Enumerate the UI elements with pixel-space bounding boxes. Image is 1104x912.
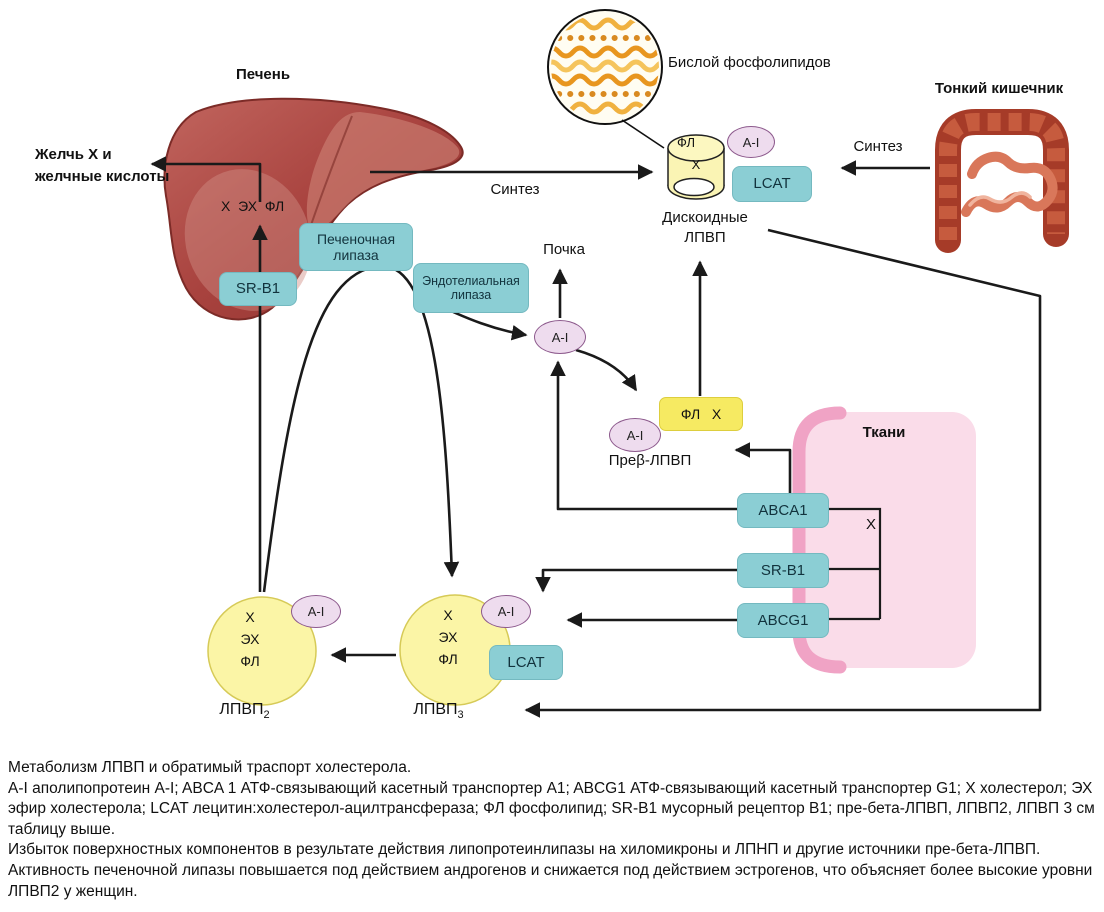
hdl2-name-sub: 2: [263, 709, 270, 722]
endothelial-lipase-line1: Эндотелиальная: [422, 273, 520, 288]
discoid-ai-badge: A-I: [727, 126, 775, 158]
caption-note: Избыток поверхностных компонентов в резу…: [8, 841, 1093, 900]
prebeta-name-label: Преβ-ЛПВП: [608, 452, 692, 469]
discoid-hdl-shape: [667, 134, 725, 200]
hdl2-ai-label: A-I: [307, 604, 325, 619]
liver-title: Печень: [235, 66, 291, 83]
bilayer-pointer-line: [621, 119, 665, 149]
hdl3-ex: ЭХ: [438, 629, 458, 645]
hdl3-contents: Х ЭХ ФЛ: [418, 604, 478, 670]
arrow-discoid-to-hdl3-loop: [524, 228, 1042, 718]
bile-label: Желчь Х и желчные кислоты: [35, 144, 169, 188]
tissue-x-label: Х: [865, 516, 876, 533]
arrow-ai-to-prebeta: [575, 348, 638, 392]
abcg1-label: ABCG1: [757, 611, 809, 629]
prebeta-ai-badge: A-I: [609, 418, 661, 452]
hdl2-fl: ФЛ: [240, 653, 260, 669]
srb1-liver-box: SR-B1: [219, 272, 297, 306]
abca1-label: ABCA1: [758, 501, 808, 519]
intestine-title: Тонкий кишечник: [934, 80, 1064, 97]
figure-caption: Метаболизм ЛПВП и обратимый траспорт хол…: [8, 758, 1096, 902]
hepatic-lipase-line1: Печеночная: [316, 230, 396, 247]
hdl2-contents: Х ЭХ ФЛ: [220, 606, 280, 672]
discoid-ai-label: A-I: [742, 134, 760, 150]
bilayer-illustration: [547, 9, 665, 149]
endothelial-lipase-line2: липаза: [450, 288, 492, 302]
discoid-name-line1: Дискоидные: [662, 209, 748, 226]
arrow-srb1-to-hdl3: [535, 568, 737, 593]
bile-label-line1: Желчь Х и: [35, 146, 112, 163]
bilayer-label: Бислой фосфолипидов: [668, 54, 831, 71]
srb1-tissue-box: SR-B1: [737, 553, 829, 588]
srb1-liver-label: SR-B1: [235, 280, 281, 298]
discoid-x-label: Х: [691, 157, 701, 172]
hdl3-lcat-box: LCAT: [489, 645, 563, 680]
discoid-lcat-label: LCAT: [753, 175, 791, 193]
hepatic-lipase-box: Печеночная липаза: [299, 223, 413, 271]
prebeta-flx-box: ФЛ Х: [659, 397, 743, 431]
hdl3-fl: ФЛ: [438, 651, 458, 667]
intestine-illustration: [935, 109, 1069, 253]
hdl3-ai-badge: A-I: [481, 595, 531, 628]
hdl3-name: ЛПВП: [413, 701, 458, 718]
hdl2-name: ЛПВП: [219, 701, 264, 718]
prebeta-ai-label: A-I: [626, 427, 644, 443]
free-ai-badge: A-I: [534, 320, 586, 354]
hepatic-lipase-line2: липаза: [333, 247, 379, 263]
kidney-label: Почка: [543, 241, 585, 258]
diagram-artwork: [150, 9, 1069, 718]
caption-title: Метаболизм ЛПВП и обратимый траспорт хол…: [8, 759, 412, 776]
hdl2-x: Х: [245, 609, 255, 625]
liver-contents-label: Х ЭХ ФЛ: [221, 198, 285, 214]
synthesis-right-label: Синтез: [853, 138, 903, 155]
bile-label-line2: желчные кислоты: [35, 168, 170, 185]
discoid-fl-label: ФЛ: [677, 135, 695, 150]
arrow-abca1-to-ai: [550, 360, 737, 511]
srb1-tissue-label: SR-B1: [760, 561, 806, 579]
hdl2-name-label: ЛПВП2: [192, 700, 297, 723]
synthesis-left-label: Синтез: [490, 181, 540, 198]
hdl3-name-sub: 3: [457, 709, 464, 722]
arrow-hepatic-lipase-arc: [262, 264, 460, 593]
hdl3-lcat-label: LCAT: [507, 653, 545, 671]
endothelial-lipase-box: Эндотелиальная липаза: [413, 263, 529, 313]
tissue-cholesterol-connectors: [827, 507, 882, 621]
arrow-liver-to-bile: [150, 156, 262, 202]
hdl3-x: Х: [443, 607, 453, 623]
free-ai-label: A-I: [551, 329, 569, 345]
hdl3-ai-label: A-I: [497, 604, 515, 619]
tissues-region: [792, 406, 976, 674]
hdl2-circle: [207, 596, 317, 706]
hdl3-name-label: ЛПВП3: [386, 700, 491, 723]
caption-abbreviations: А-I аполипопротеин A-I; ABCA 1 АТФ-связы…: [8, 779, 1095, 838]
prebeta-flx-label: ФЛ Х: [680, 406, 722, 422]
discoid-lcat-box: LCAT: [732, 166, 812, 202]
discoid-name-line2: ЛПВП: [684, 229, 726, 246]
hdl2-ai-badge: A-I: [291, 595, 341, 628]
discoid-name-label: Дискоидные ЛПВП: [645, 208, 765, 248]
hdl2-ex: ЭХ: [240, 631, 260, 647]
arrow-abca1-to-prebeta: [734, 442, 792, 493]
abcg1-box: ABCG1: [737, 603, 829, 638]
tissues-title: Ткани: [862, 424, 906, 441]
abca1-box: ABCA1: [737, 493, 829, 528]
